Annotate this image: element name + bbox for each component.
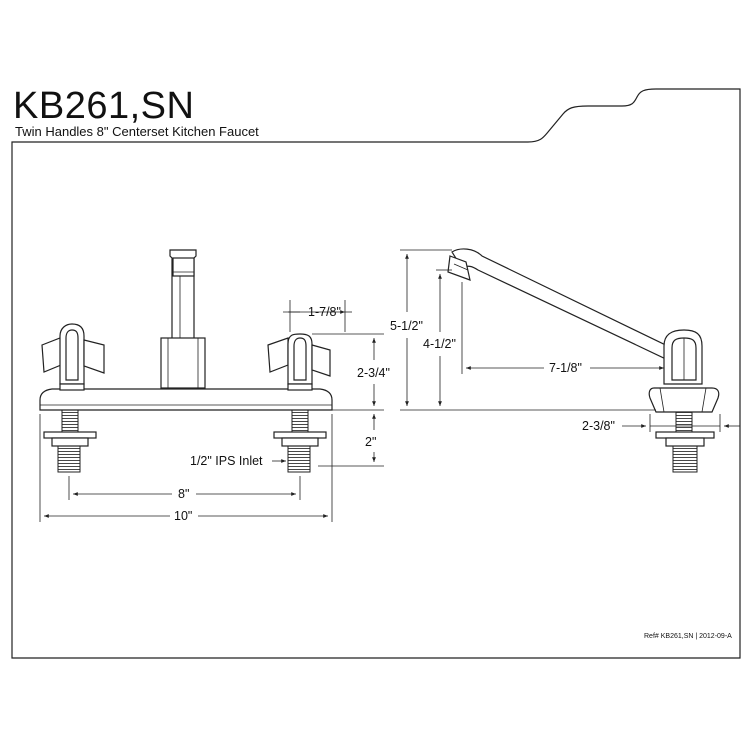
front-right-shank	[273, 409, 327, 473]
model-number: KB261,SN	[13, 85, 195, 127]
front-left-handle	[41, 323, 105, 391]
front-view: 1-7/8" 2-3/4" 2" 1/2" IPS Inlet	[39, 249, 390, 523]
label-overall-width: 10"	[174, 509, 192, 523]
dim-base-depth: 2-3/8"	[582, 414, 740, 433]
dim-deck-height: 2-3/4"	[312, 333, 390, 411]
product-subtitle: Twin Handles 8" Centerset Kitchen Faucet	[15, 124, 259, 139]
dim-center-spacing: 8"	[68, 476, 301, 501]
side-base	[648, 387, 720, 413]
dim-spout-height: 4-1/2"	[423, 269, 456, 406]
label-spout-reach: 7-1/8"	[549, 361, 582, 375]
dim-overall-height: 5-1/2"	[390, 249, 656, 411]
label-overall-height: 5-1/2"	[390, 319, 423, 333]
label-spout-height: 4-1/2"	[423, 337, 456, 351]
sheet-border	[11, 88, 741, 659]
label-handle-spacing: 1-7/8"	[308, 305, 341, 319]
front-left-shank	[43, 409, 97, 473]
front-deck-plate	[39, 388, 333, 411]
front-right-handle	[267, 333, 331, 391]
reference-code: Ref# KB261,SN | 2012-09-A	[644, 633, 732, 640]
label-deck-height: 2-3/4"	[357, 366, 390, 380]
side-shank	[655, 411, 715, 473]
label-base-depth: 2-3/8"	[582, 419, 615, 433]
dim-handle-spacing: 1-7/8"	[283, 300, 352, 332]
label-center-spacing: 8"	[178, 487, 189, 501]
dim-inlet: 1/2" IPS Inlet	[190, 454, 286, 468]
dim-shank-length: 2"	[318, 414, 384, 467]
side-spout-arm	[451, 248, 682, 361]
label-inlet: 1/2" IPS Inlet	[190, 454, 263, 468]
front-spout	[160, 249, 206, 389]
side-view: 5-1/2" 4-1/2" 7-1/8"	[390, 248, 740, 473]
dim-spout-reach: 7-1/8"	[461, 282, 664, 375]
label-shank-length: 2"	[365, 435, 376, 449]
dim-overall-width: 10"	[39, 414, 333, 523]
side-handle	[663, 329, 703, 385]
